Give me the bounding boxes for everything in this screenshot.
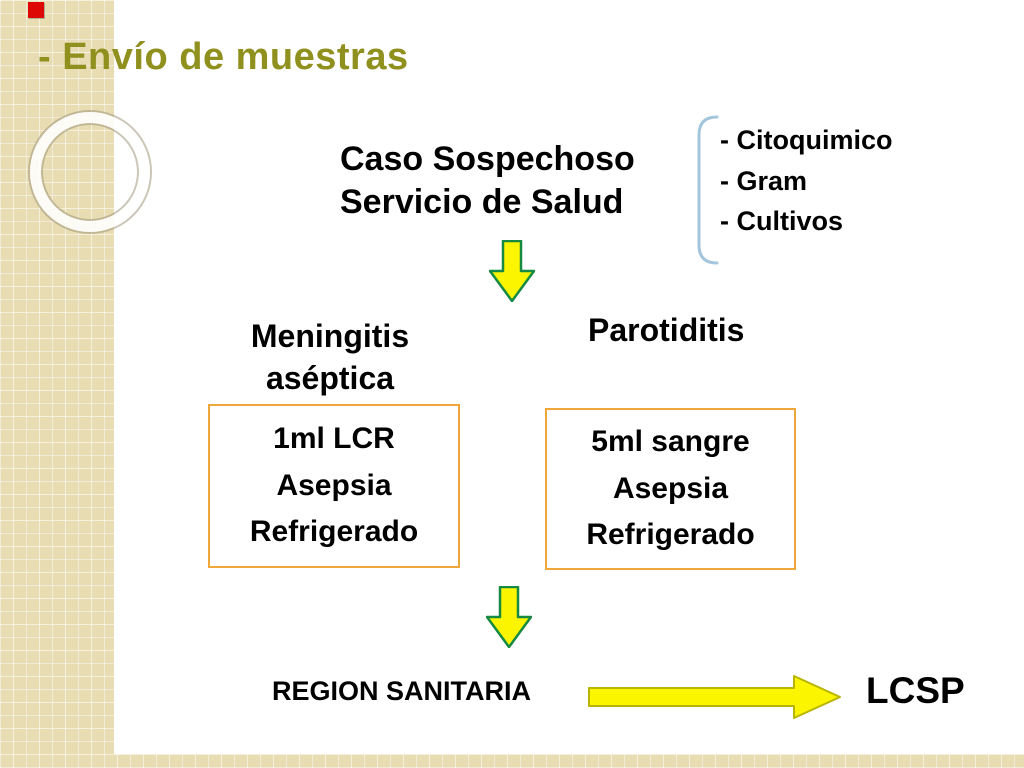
- branch-left-label: Meningitis aséptica: [214, 316, 446, 399]
- slide-title: - Envío de muestras: [38, 36, 409, 78]
- branch-left-box-line-3: Refrigerado: [249, 515, 419, 549]
- down-arrow-icon: [486, 586, 532, 648]
- branch-left-box-line-1: 1ml LCR: [273, 422, 395, 456]
- source-line-1: Caso Sospechoso: [340, 140, 635, 178]
- branch-left-box-line-2: Asepsia: [276, 468, 392, 502]
- branch-right-box-line-1: 5ml sangre: [591, 425, 750, 459]
- lab-label: LCSP: [866, 670, 965, 711]
- source-line-2: Servicio de Salud: [340, 182, 624, 221]
- tests-list: - Citoquimico - Gram - Cultivos: [720, 120, 892, 242]
- region-label: REGION SANITARIA: [272, 676, 532, 706]
- branch-right-box-line-2: Asepsia: [612, 471, 729, 505]
- branch-left-box: 1ml LCR Asepsia Refrigerado: [208, 404, 460, 568]
- branch-right-box: 5ml sangre Asepsia Refrigerado: [545, 408, 796, 570]
- branch-left-label-line-1: Meningitis: [250, 318, 410, 354]
- tests-item-1: - Citoquimico: [720, 125, 893, 155]
- right-arrow-icon: [588, 675, 841, 719]
- branch-left-label-line-2: aséptica: [265, 359, 395, 396]
- bottom-texture-strip: [0, 754, 1024, 768]
- branch-right-label: Parotiditis: [588, 310, 788, 352]
- down-arrow-icon: [489, 240, 535, 302]
- branch-right-box-line-3: Refrigerado: [586, 518, 755, 552]
- tests-item-3: - Cultivos: [720, 206, 844, 236]
- ring-ornament: [30, 112, 150, 232]
- red-square-ornament: [28, 2, 44, 18]
- bracket-icon: [697, 115, 719, 265]
- source-label: Caso Sospechoso Servicio de Salud: [340, 138, 635, 224]
- tests-item-2: - Gram: [720, 165, 808, 196]
- branch-right-label-line-1: Parotiditis: [588, 312, 745, 348]
